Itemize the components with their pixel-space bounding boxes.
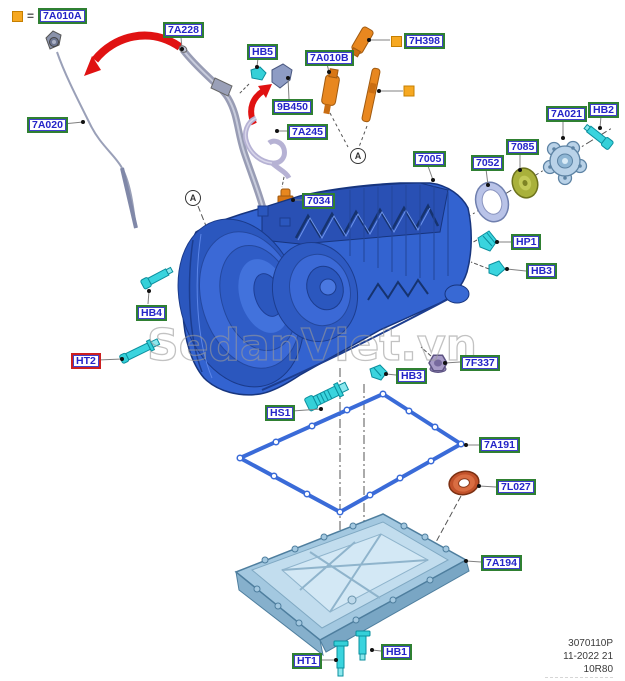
view-marker-a-1: A <box>185 190 201 206</box>
part-label-7a245[interactable]: 7A245 <box>287 124 328 140</box>
footer-faint-dashes <box>545 677 613 678</box>
part-label-hp1[interactable]: HP1 <box>511 234 542 250</box>
footer-block: 3070110P 11-2022 21 10R80 <box>533 637 613 676</box>
part-label-7a194[interactable]: 7A194 <box>481 555 522 571</box>
plug-hb3-lower <box>369 364 388 381</box>
part-label-7f337[interactable]: 7F337 <box>460 355 500 371</box>
orange-marker-square <box>403 85 415 97</box>
oil-pan-illustration <box>234 513 470 657</box>
part-label-hb5[interactable]: HB5 <box>247 44 279 60</box>
transmission-housing-illustration <box>177 182 472 396</box>
part-label-7a010a[interactable]: 7A010A <box>38 8 87 24</box>
part-label-7052[interactable]: 7052 <box>471 155 505 171</box>
sensor-probe <box>361 67 381 123</box>
footer-model-code: 10R80 <box>583 664 613 675</box>
part-label-9b450[interactable]: 9B450 <box>272 99 313 115</box>
part-label-ht1[interactable]: HT1 <box>292 653 322 669</box>
leader-dots <box>81 38 602 662</box>
seal-ring-7l027 <box>448 470 480 496</box>
bolt-hb1 <box>355 630 371 661</box>
part-label-7a228[interactable]: 7A228 <box>163 22 204 38</box>
sensor-7h398 <box>349 26 374 58</box>
watermark-text: SedanViet.vn <box>147 320 477 371</box>
orange-code-swatch <box>391 35 402 47</box>
part-label-hb4[interactable]: HB4 <box>136 305 168 321</box>
part-label-7a010b[interactable]: 7A010B <box>305 50 354 66</box>
leader-lines <box>62 36 602 661</box>
footer-part-number: 3070110P <box>568 638 613 649</box>
bolt-hb4 <box>140 266 174 290</box>
remove-direction-arrow <box>84 31 183 76</box>
part-label-hb2[interactable]: HB2 <box>588 102 620 118</box>
part-label-hb1[interactable]: HB1 <box>381 644 413 660</box>
dipstick-illustration <box>45 30 138 229</box>
output-flange-7a021 <box>542 140 588 186</box>
legend-equals: = <box>27 9 35 23</box>
pan-gasket-illustration <box>236 390 465 516</box>
part-label-7h398[interactable]: 7H398 <box>404 33 445 49</box>
part-label-hb3-upper[interactable]: HB3 <box>526 263 558 279</box>
plug-hb3-upper <box>488 260 506 277</box>
vent-tube-illustration <box>242 115 292 180</box>
part-label-hb3-lower[interactable]: HB3 <box>396 368 428 384</box>
part-label-hs1[interactable]: HS1 <box>265 405 296 421</box>
bolt-ht1 <box>333 640 349 677</box>
part-label-7a021[interactable]: 7A021 <box>546 106 587 122</box>
legend-orange-swatch <box>12 10 23 22</box>
part-label-7a020[interactable]: 7A020 <box>27 117 68 133</box>
bracket-9b450 <box>271 63 293 89</box>
ring-part-7052 <box>474 181 510 223</box>
bolt-hb2 <box>583 123 614 150</box>
footer-date-code: 11-2022 21 <box>563 651 613 662</box>
part-label-ht2[interactable]: HT2 <box>71 353 101 369</box>
view-marker-a-2: A <box>350 148 366 164</box>
part-label-7l027[interactable]: 7L027 <box>496 479 536 495</box>
disc-part-7085 <box>511 167 539 199</box>
part-label-7a191[interactable]: 7A191 <box>479 437 520 453</box>
nut-7f337 <box>428 354 448 373</box>
sensor-7a010b <box>321 68 340 115</box>
legend-row: = 7A010A <box>12 8 87 24</box>
plug-hp1 <box>477 230 498 252</box>
part-label-7034[interactable]: 7034 <box>302 193 336 209</box>
part-label-7085[interactable]: 7085 <box>506 139 540 155</box>
part-label-7005[interactable]: 7005 <box>413 151 447 167</box>
